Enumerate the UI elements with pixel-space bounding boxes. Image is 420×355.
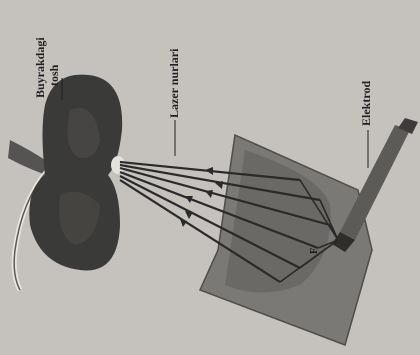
stone-label-line1: Buyrakdagi [34,37,47,98]
stone-label-line2: tosh [48,65,61,86]
electrode-label: Elektrod [360,81,373,126]
laser-label: Lazer nurlari [168,49,181,118]
focus-mark: F [308,248,321,254]
